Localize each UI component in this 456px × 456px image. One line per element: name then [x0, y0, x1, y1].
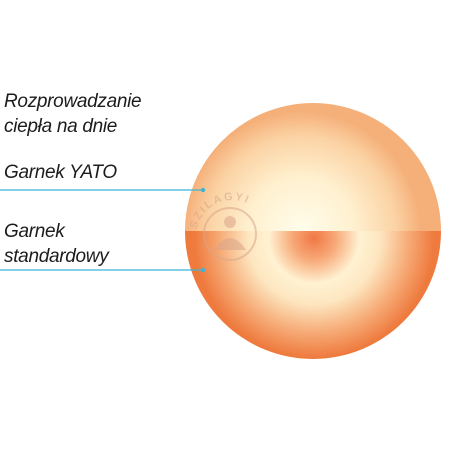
heading-line-1: Rozprowadzanie — [4, 91, 142, 112]
yato-leader-dot — [200, 187, 206, 193]
standard-heat-half — [185, 231, 441, 359]
standard-pot-label-line-1: Garnek — [4, 221, 65, 242]
standard-pot-label: Garnek standardowy — [4, 219, 109, 269]
yato-pot-label: Garnek YATO — [4, 162, 117, 183]
heading-line-2: ciepła na dnie — [4, 116, 118, 137]
standard-pot-label-line-2: standardowy — [4, 246, 109, 267]
standard-leader-dot — [200, 267, 206, 273]
heading: Rozprowadzanie ciepła na dnie — [4, 89, 142, 139]
yato-heat-half — [185, 103, 441, 231]
